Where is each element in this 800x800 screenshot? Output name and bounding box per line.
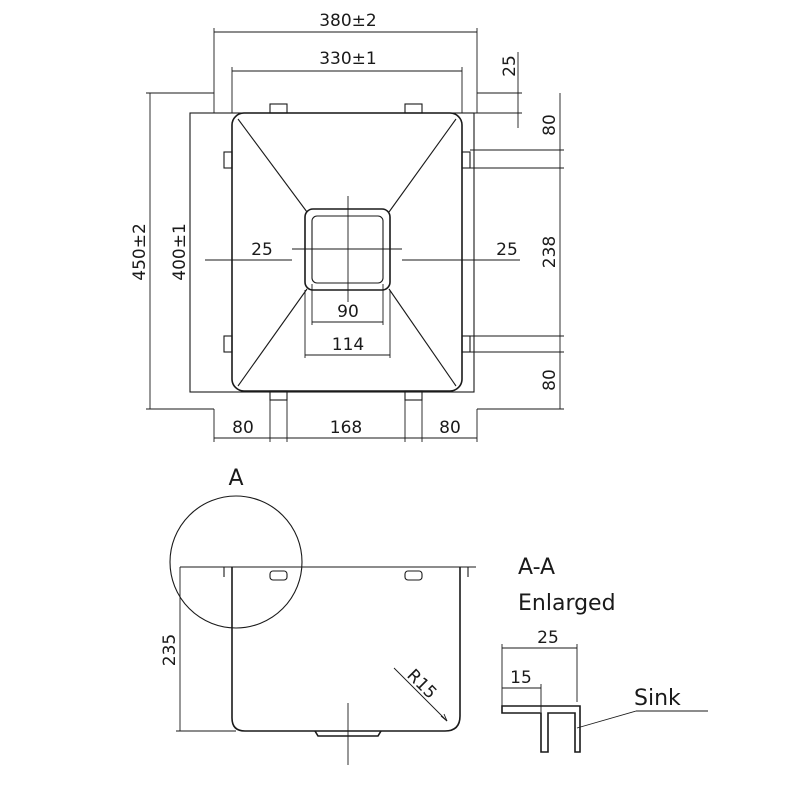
dim-radius: R15: [403, 666, 441, 704]
diagonal-bottom-left: [237, 288, 308, 387]
clip-top-right: [404, 103, 423, 114]
radius-leader: [393, 667, 448, 722]
dim-overall-width: 380±2: [319, 11, 377, 31]
detail-label: A: [228, 466, 243, 491]
detail-view: A-A Enlarged 25 15 Sink: [501, 555, 708, 753]
clip-right-top: [461, 151, 471, 169]
dim-depth: 235: [160, 634, 180, 666]
clip-left-bottom: [223, 335, 233, 353]
clip-left-top: [223, 151, 233, 169]
dim-inner-length: 400±1: [170, 223, 190, 281]
dim-inner-width: 330±1: [319, 49, 377, 69]
clip-bottom-right: [404, 390, 423, 401]
dim-drain-inner: 90: [337, 302, 359, 322]
detail-title-line1: A-A: [518, 555, 555, 580]
diagonal-top-right: [388, 118, 457, 213]
dim-flange-top: 25: [500, 55, 520, 77]
section-clip-right: [404, 570, 423, 581]
drain-inner-square: [311, 215, 384, 284]
clip-right-bottom: [461, 335, 471, 353]
dim-bottom-right: 80: [439, 418, 461, 438]
diagonal-top-left: [237, 118, 308, 213]
detail-title-line2: Enlarged: [518, 591, 616, 616]
clip-bottom-left: [269, 390, 288, 401]
diagonal-bottom-right: [388, 288, 457, 387]
dim-drain-outer: 114: [332, 335, 364, 355]
dim-detail-inner-width: 15: [510, 668, 532, 688]
drain-outer-square: [304, 208, 391, 291]
plan-view: 380±2 330±1 25 450±2 400±1 25 25 90: [130, 11, 564, 442]
clip-top-left: [269, 103, 288, 114]
dim-right-middle: 238: [540, 236, 560, 268]
dim-detail-outer-width: 25: [537, 628, 559, 648]
dim-overall-length: 450±2: [130, 223, 150, 281]
section-view: A 235 R15: [160, 466, 476, 765]
flange-profile: [501, 705, 581, 753]
inner-bowl-outline: [231, 112, 463, 392]
sink-label: Sink: [634, 686, 681, 711]
dim-right-top: 80: [540, 114, 560, 136]
dim-right-margin: 25: [496, 240, 518, 260]
dim-left-margin: 25: [251, 240, 273, 260]
detail-circle: [169, 495, 303, 629]
section-clip-left: [269, 570, 288, 581]
sink-leader: [576, 710, 637, 729]
dim-bottom-left: 80: [232, 418, 254, 438]
bowl-section-outline: [231, 567, 461, 732]
dim-bottom-middle: 168: [330, 418, 362, 438]
dim-right-bottom: 80: [540, 369, 560, 391]
